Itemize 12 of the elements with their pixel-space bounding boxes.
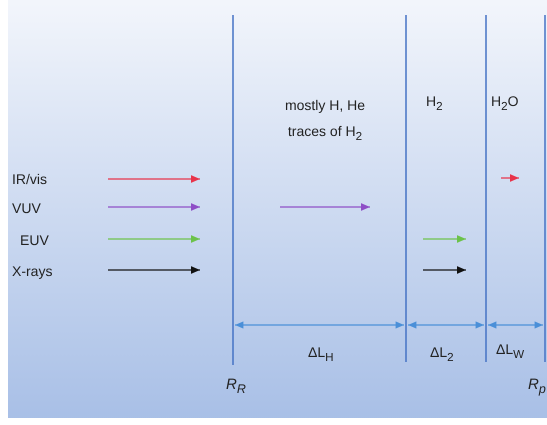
gas-label: H$_{2}$ [426, 92, 443, 115]
gas-label: H$_{2}$O [491, 92, 518, 115]
radius-label: R$_{R}$ [226, 376, 246, 398]
dimension-label: ΔL$_{H}$ [308, 343, 334, 366]
dimension-label: ΔL$_{W}$ [496, 340, 524, 363]
band-label: EUV [20, 231, 49, 249]
gas-label: mostly H, He traces of H$_{2}$ [284, 96, 366, 145]
radius-label: R$_{p}$ [528, 376, 546, 398]
band-label: X-rays [12, 262, 52, 280]
band-label: IR/vis [12, 170, 47, 188]
band-label: VUV [12, 199, 41, 217]
dimension-label: ΔL$_{2}$ [430, 343, 454, 366]
